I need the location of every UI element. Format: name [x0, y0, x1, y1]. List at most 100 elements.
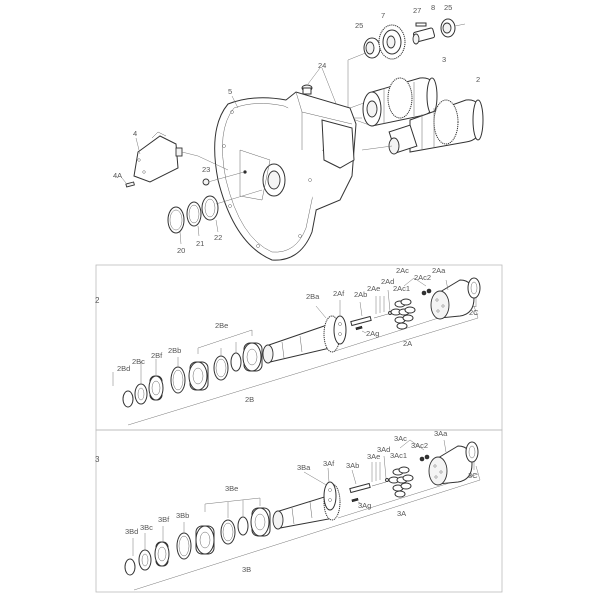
plate-3C [465, 441, 479, 470]
label-2Ba: 2Ba [306, 292, 320, 301]
label-3Ac1: 3Ac1 [390, 451, 407, 460]
label-3Af: 3Af [323, 459, 335, 468]
plug-23 [202, 171, 245, 186]
housing-5 [214, 91, 357, 261]
cylinder-2Aa [430, 279, 475, 320]
motor-4 [133, 131, 229, 183]
bearing-2Be-1 [188, 361, 209, 391]
bearing-2Be-4 [242, 342, 263, 372]
label-3Ac2: 3Ac2 [411, 441, 428, 450]
label-3A: 3A [397, 509, 406, 518]
leaders-2B-parts [112, 357, 179, 386]
label-7: 7 [381, 11, 385, 20]
pistons-3Ac1 [388, 466, 414, 498]
subassembly-3: 3 [95, 429, 503, 593]
label-3Be: 3Be [225, 484, 238, 493]
snap-ring-20 [167, 206, 185, 245]
snap-ring-2Bd [122, 390, 134, 408]
label-21: 21 [196, 239, 204, 248]
seals-3Ac2 [399, 439, 430, 462]
pin-2Ag [355, 325, 363, 331]
label-2Aa: 2Aa [432, 266, 446, 275]
snap-ring-3Bd [124, 558, 136, 576]
subassembly-3-label: 3 [95, 455, 100, 464]
bearing-3Be-4 [250, 507, 271, 537]
seal-22 [201, 189, 263, 233]
label-2Ad: 2Ad [381, 277, 394, 286]
bearing-3Be-1 [195, 525, 215, 555]
label-3: 3 [442, 55, 446, 64]
ring-2Be-2 [213, 355, 229, 381]
label-3Ba: 3Ba [297, 463, 311, 472]
label-3Bf: 3Bf [158, 515, 170, 524]
gear-shaft-2Ba [262, 305, 341, 364]
bracket-2Be [197, 329, 253, 356]
bearing-2Bf [148, 375, 164, 401]
label-3Ae: 3Ae [367, 452, 380, 461]
label-3C: 3C [468, 471, 478, 480]
bracket-3Be [204, 497, 261, 518]
label-2Ae: 2Ae [367, 284, 380, 293]
leaders-3B-parts [132, 522, 185, 556]
label-2Ab: 2Ab [354, 290, 367, 299]
label-2Af: 2Af [333, 289, 345, 298]
label-2Ac: 2Ac [396, 266, 409, 275]
label-5: 5 [228, 87, 232, 96]
ring-2Bb [170, 366, 186, 394]
ring-3Be-3 [237, 516, 249, 536]
label-3Ab: 3Ab [346, 461, 359, 470]
label-22: 22 [214, 233, 222, 242]
spring-3Ae [371, 462, 387, 487]
label-2B: 2B [245, 395, 254, 404]
gear-7 [378, 24, 406, 60]
label-25-left: 25 [355, 21, 363, 30]
label-3Bb: 3Bb [176, 511, 189, 520]
ring-3Bc [138, 549, 152, 571]
ring-2Be-3 [230, 352, 242, 372]
shaft-2 [361, 99, 484, 155]
label-2: 2 [476, 75, 480, 84]
pin-3Ag [351, 497, 359, 503]
label-2Bf: 2Bf [151, 351, 163, 360]
ring-3Bb [176, 532, 192, 560]
spring-2Ae [373, 296, 389, 319]
plate-2Af [333, 300, 347, 345]
ring-3Be-2 [220, 519, 236, 545]
label-3Ag: 3Ag [358, 501, 371, 510]
label-8: 8 [431, 3, 435, 12]
plate-3Af [323, 467, 337, 511]
label-2Bc: 2Bc [132, 357, 145, 366]
shaft-3 [362, 77, 438, 127]
pin-2Ab [350, 301, 372, 327]
ring-21 [186, 201, 202, 237]
label-24: 24 [318, 61, 326, 70]
label-2C: 2C [469, 308, 479, 317]
bearing-25-right [440, 18, 466, 38]
label-3Aa: 3Aa [434, 429, 448, 438]
label-3Ac: 3Ac [394, 434, 407, 443]
label-2Be: 2Be [215, 321, 228, 330]
seals-2Ac2 [403, 277, 432, 296]
label-4A: 4A [113, 171, 122, 180]
label-3Ad: 3Ad [377, 445, 390, 454]
key-27 [415, 22, 427, 27]
ball-3Ad [385, 478, 389, 482]
label-20: 20 [177, 246, 185, 255]
label-3B: 3B [242, 565, 251, 574]
main-assembly: 25 7 27 8 25 3 2 24 5 4 4A 23 20 21 22 [113, 3, 484, 261]
label-3Bc: 3Bc [140, 523, 153, 532]
bearing-3Bf [154, 541, 170, 567]
label-2Ac1: 2Ac1 [393, 284, 410, 293]
plate-2C [467, 277, 481, 307]
screw-4A [121, 177, 135, 188]
label-23: 23 [202, 165, 210, 174]
label-4: 4 [133, 129, 137, 138]
pin-3Ab [349, 469, 371, 494]
bracket-3B-3A [133, 465, 481, 591]
bracket-2B-2A [127, 305, 479, 426]
label-27: 27 [413, 6, 421, 15]
shaft-8 [412, 27, 436, 45]
subassembly-2-label: 2 [95, 296, 100, 305]
subassembly-2: 2 [95, 264, 503, 431]
